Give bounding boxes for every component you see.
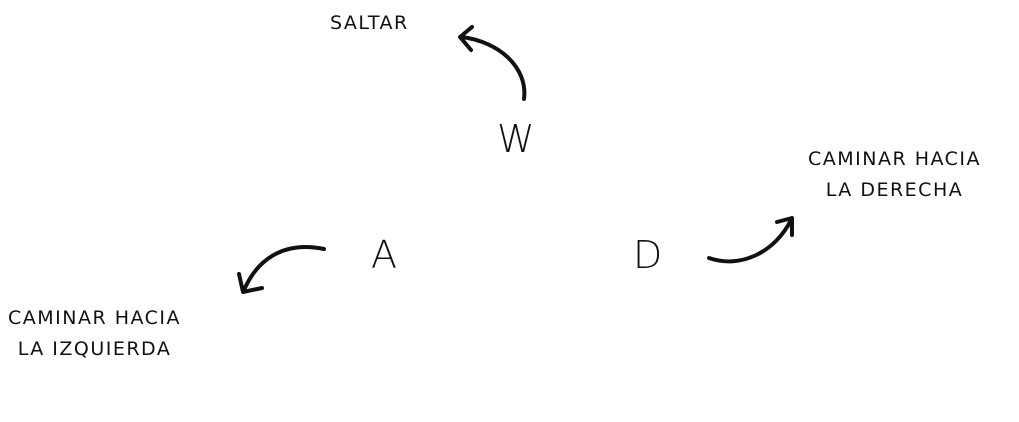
arrow-d-head — [775, 216, 794, 237]
walk-left-label: CAMINAR HACIA LA IZQUIERDA — [8, 303, 181, 365]
key-d: D — [633, 233, 664, 277]
walk-right-label: CAMINAR HACIA LA DERECHA — [808, 144, 981, 206]
arrow-d-shaft — [707, 218, 793, 264]
key-w: W — [497, 117, 536, 161]
arrow-w-shaft — [460, 35, 527, 101]
walk-left-label-line-1: CAMINAR HACIA — [8, 307, 182, 329]
arrow-w-head — [458, 25, 474, 52]
key-a: A — [371, 233, 398, 277]
walk-right-label-line-2: LA DERECHA — [825, 179, 964, 201]
jump-label-line-1: SALTAR — [330, 12, 409, 34]
walk-left-label-line-2: LA IZQUIERDA — [17, 338, 172, 360]
jump-label: SALTAR — [330, 8, 409, 39]
walk-right-label-line-1: CAMINAR HACIA — [808, 148, 982, 170]
arrow-a-head — [237, 272, 264, 294]
arrow-a-shaft — [242, 245, 326, 292]
